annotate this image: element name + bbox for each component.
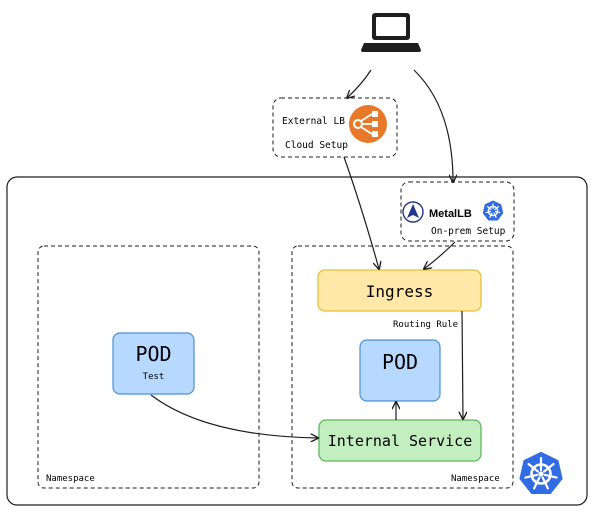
external-lb-sublabel: Cloud Setup <box>285 140 348 151</box>
ingress-label: Ingress <box>366 282 433 301</box>
arrow-external-lb-to-ingress <box>343 156 379 269</box>
internal-service-node[interactable]: Internal Service <box>318 419 482 462</box>
pod-left-sublabel: Test <box>143 372 165 382</box>
pod-left-label: POD <box>135 342 171 366</box>
arrow-laptop-to-external-lb <box>347 69 372 98</box>
metallb-label: MetalLB <box>429 208 472 220</box>
external-lb-label: External LB <box>282 116 345 127</box>
pod-left-node[interactable]: POD Test <box>112 332 195 395</box>
cluster-kubernetes-icon <box>517 450 565 496</box>
metallb-kubernetes-icon <box>481 199 505 222</box>
arrow-ingress-to-internal-service <box>462 310 463 419</box>
arrow-laptop-to-metallb <box>413 69 453 182</box>
pod-right-node[interactable]: POD <box>359 339 441 402</box>
metallb-node[interactable]: MetalLB On-prem Setup <box>400 181 515 242</box>
ingress-node[interactable]: Ingress <box>317 269 482 312</box>
metallb-sublabel: On-prem Setup <box>431 226 506 237</box>
namespace-right-label: Namespace <box>451 474 500 484</box>
namespace-left-label: Namespace <box>46 474 95 484</box>
namespace-right-boundary <box>291 245 514 489</box>
cluster-boundary <box>6 176 588 506</box>
namespace-left-boundary <box>37 245 260 489</box>
routing-rule-label: Routing Rule <box>393 320 458 330</box>
metallb-logo-icon <box>402 201 424 223</box>
pod-right-label: POD <box>382 350 418 374</box>
external-lb-node[interactable]: External LB Cloud Setup <box>272 97 398 158</box>
arrow-pod-left-to-internal-service <box>150 394 318 438</box>
laptop-icon <box>361 13 421 52</box>
internal-service-label: Internal Service <box>328 432 473 450</box>
arrow-metallb-to-ingress <box>424 241 456 269</box>
aws-elastic-load-balancer-icon <box>349 105 387 143</box>
